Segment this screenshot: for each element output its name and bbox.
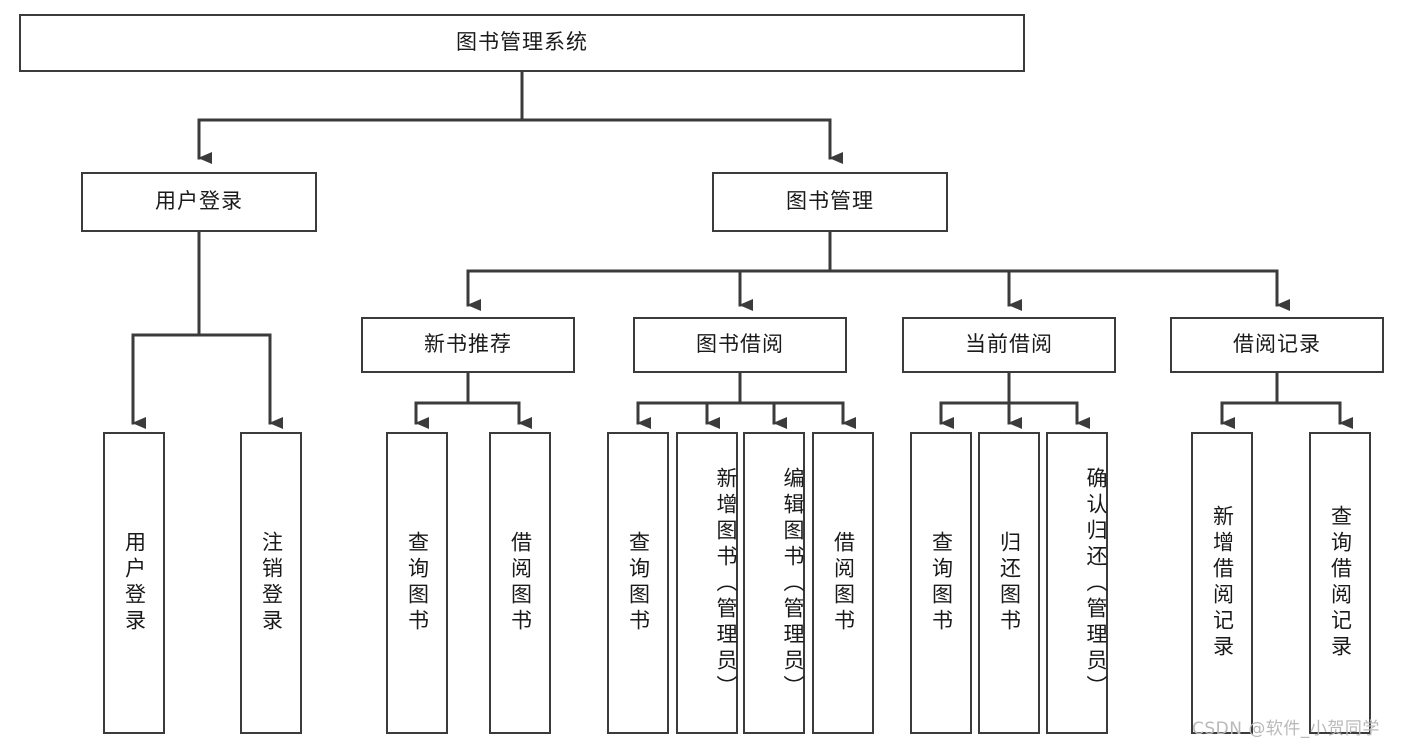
connector-bookborrow-to-leaves — [636, 371, 856, 429]
leaf-borrow-book-recommend[interactable]: 借阅图书 — [489, 432, 551, 734]
node-user-login[interactable]: 用户登录 — [81, 172, 317, 232]
leaf-user-logout[interactable]: 注销登录 — [240, 432, 302, 734]
node-book-borrow[interactable]: 图书借阅 — [633, 317, 847, 373]
csdn-watermark: CSDN @软件_小贺同学 — [1192, 719, 1380, 739]
connector-bookmgmt-to-level2 — [466, 230, 1290, 311]
leaf-add-borrow-record[interactable]: 新增借阅记录 — [1191, 432, 1253, 734]
leaf-query-borrow-record[interactable]: 查询借阅记录 — [1309, 432, 1371, 734]
node-root-system[interactable]: 图书管理系统 — [19, 14, 1025, 72]
leaf-return-book[interactable]: 归还图书 — [978, 432, 1040, 734]
leaf-borrow-book[interactable]: 借阅图书 — [812, 432, 874, 734]
node-current-borrow[interactable]: 当前借阅 — [902, 317, 1116, 373]
leaf-edit-book-admin[interactable]: 编辑图书（管理员） — [743, 432, 805, 734]
leaf-confirm-return-admin[interactable]: 确认归还（管理员） — [1046, 432, 1108, 734]
leaf-query-book-borrow[interactable]: 查询图书 — [607, 432, 669, 734]
leaf-query-book-recommend[interactable]: 查询图书 — [386, 432, 448, 734]
leaf-add-book-admin[interactable]: 新增图书（管理员） — [676, 432, 738, 734]
node-book-management[interactable]: 图书管理 — [712, 172, 948, 232]
node-new-book-recommend[interactable]: 新书推荐 — [361, 317, 575, 373]
leaf-query-book-current[interactable]: 查询图书 — [910, 432, 972, 734]
node-borrow-record[interactable]: 借阅记录 — [1170, 317, 1384, 373]
connector-userlogin-to-leaves — [131, 230, 283, 429]
connector-root-to-level1 — [197, 70, 843, 164]
connector-newbook-to-leaves — [414, 371, 532, 429]
connector-borrowrecord-to-leaves — [1220, 371, 1353, 429]
leaf-user-login[interactable]: 用户登录 — [103, 432, 165, 734]
connector-currentborrow-to-leaves — [939, 371, 1090, 429]
